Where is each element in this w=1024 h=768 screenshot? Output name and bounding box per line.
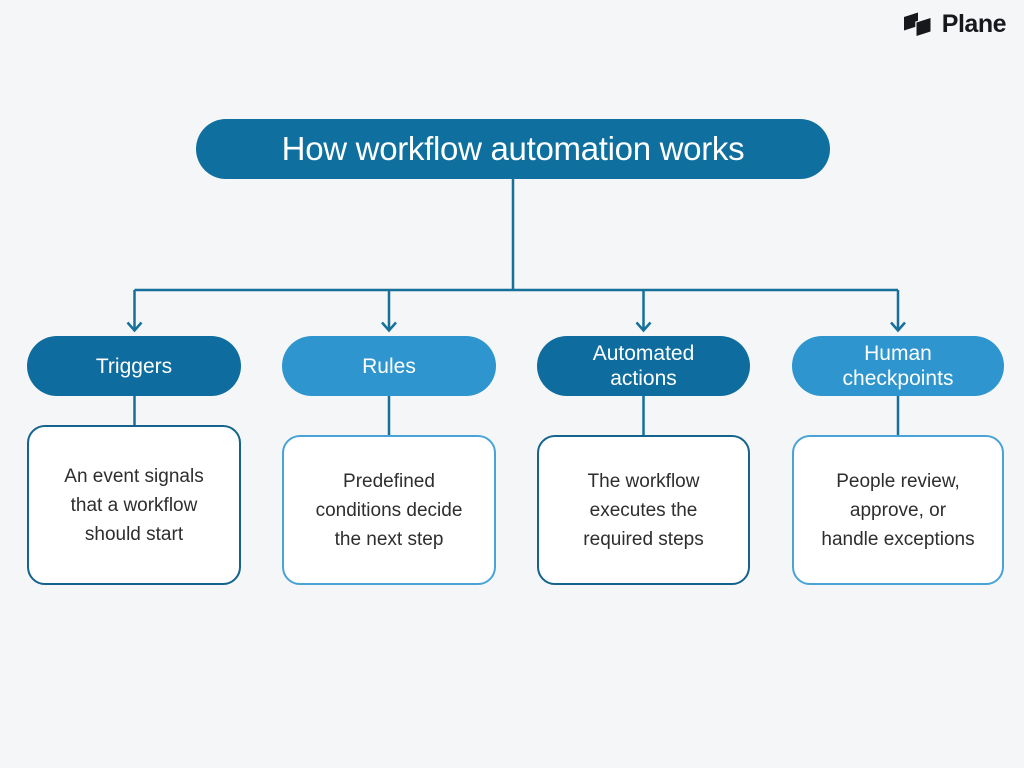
diagram-title-pill: How workflow automation works [196, 119, 830, 179]
description-rules-text: Predefined conditions decide the next st… [315, 470, 463, 550]
pill-triggers-label: Triggers [95, 354, 173, 378]
column-automated-actions: Automated actions The workflow executes … [537, 336, 750, 596]
description-human-checkpoints-text: People review, approve, or handle except… [821, 470, 975, 550]
pill-human-checkpoints: Human checkpoints [792, 336, 1004, 396]
column-rules: Rules Predefined conditions decide the n… [282, 336, 496, 596]
pill-triggers: Triggers [27, 336, 241, 396]
pill-human-checkpoints-label: Human checkpoints [842, 342, 954, 390]
description-box-human-checkpoints: People review, approve, or handle except… [792, 435, 1004, 585]
description-box-automated-actions: The workflow executes the required steps [537, 435, 750, 585]
diagram-title: How workflow automation works [281, 130, 745, 167]
plane-logo-text: Plane [941, 10, 1007, 38]
arrowhead-icon [381, 321, 397, 333]
column-triggers: Triggers An event signals that a workflo… [27, 336, 241, 596]
arrowhead-icon [890, 321, 906, 333]
pill-automated-actions-label: Automated actions [592, 342, 695, 390]
plane-logo-icon [903, 12, 932, 38]
description-automated-actions-text: The workflow executes the required steps [583, 470, 704, 550]
pill-automated-actions: Automated actions [537, 336, 750, 396]
pill-rules: Rules [282, 336, 496, 396]
description-box-rules: Predefined conditions decide the next st… [282, 435, 496, 585]
plane-logo: Plane [901, 10, 1007, 39]
description-box-triggers: An event signals that a workflow should … [27, 425, 241, 585]
arrowhead-icon [635, 321, 652, 333]
description-triggers-text: An event signals that a workflow should … [64, 465, 204, 545]
column-human-checkpoints: Human checkpoints People review, approve… [792, 336, 1004, 596]
arrowhead-icon [126, 321, 143, 333]
pill-rules-label: Rules [362, 354, 416, 378]
